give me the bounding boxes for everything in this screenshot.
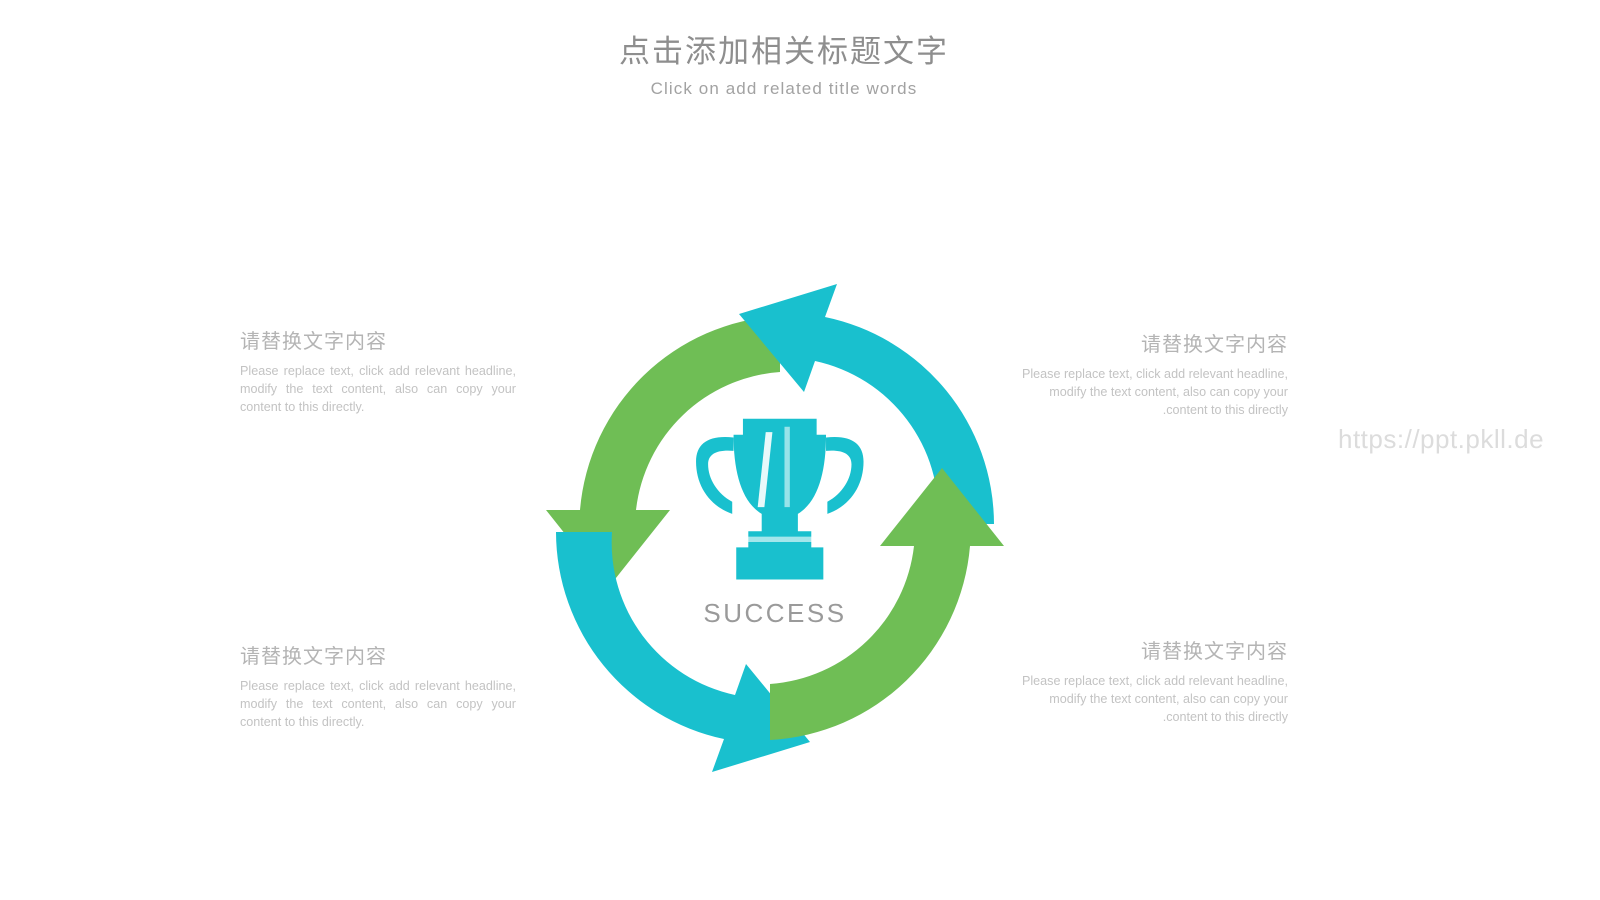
page-subtitle: Click on add related title words (650, 79, 918, 98)
site-watermark: https://ppt.pkll.de (1338, 424, 1545, 454)
text-block-body: Please replace text, click add relevant … (1021, 367, 1288, 417)
text-block-heading: 请替换文字内容 (1141, 334, 1288, 356)
text-block-body: Please replace text, click add relevant … (240, 364, 516, 414)
page-title: 点击添加相关标题文字 (619, 34, 949, 69)
text-block-top-right[interactable]: 请替换文字内容 Please replace text, click add r… (1012, 331, 1288, 419)
text-block-heading: 请替换文字内容 (1141, 641, 1288, 663)
text-block-bottom-right[interactable]: 请替换文字内容 Please replace text, click add r… (1012, 638, 1288, 726)
text-block-bottom-left[interactable]: 请替换文字内容 Please replace text, click add r… (240, 643, 516, 731)
success-label: SUCCESS (703, 598, 847, 628)
arrow-bottom-right-green-shape (770, 468, 1004, 740)
arrow-top-right-cyan-shape (739, 284, 994, 524)
text-block-heading: 请替换文字内容 (240, 646, 387, 668)
cycle-diagram: SUCCESS (505, 258, 1045, 798)
arrow-bottom-left-cyan-shape (556, 532, 810, 772)
text-block-heading: 请替换文字内容 (240, 331, 387, 353)
cycle-diagram-svg (546, 284, 1004, 772)
text-block-body: Please replace text, click add relevant … (240, 679, 516, 729)
arrow-bottom-left-cyan (556, 532, 810, 772)
page-header: 点击添加相关标题文字 Click on add related title wo… (0, 30, 1568, 102)
trophy-icon (696, 418, 864, 580)
arrow-bottom-right-green (770, 468, 1004, 740)
text-block-body: Please replace text, click add relevant … (1021, 674, 1288, 724)
arrow-top-left-green (546, 316, 780, 588)
text-block-top-left[interactable]: 请替换文字内容 Please replace text, click add r… (240, 328, 516, 416)
arrow-top-left-green-shape (546, 316, 780, 588)
arrow-top-right-cyan (739, 284, 994, 524)
